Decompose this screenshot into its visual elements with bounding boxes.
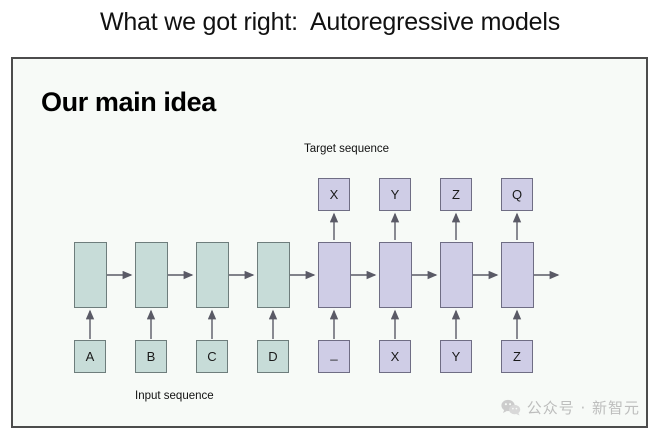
hidden-cell-7[interactable]: [501, 242, 534, 308]
target-box-3[interactable]: Q: [501, 178, 533, 211]
target-box-1[interactable]: Y: [379, 178, 411, 211]
watermark-text: 公众号 · 新智元: [526, 399, 640, 417]
input-box-2[interactable]: C: [196, 340, 228, 373]
autoregressive-diagram: Target sequence X Y Z Q A B C D _ X Y Z …: [13, 59, 646, 426]
input-sequence-label: Input sequence: [135, 390, 214, 402]
input-box-5[interactable]: X: [379, 340, 411, 373]
wechat-icon: [501, 399, 520, 416]
input-box-3[interactable]: D: [257, 340, 289, 373]
input-box-4[interactable]: _: [318, 340, 350, 373]
page-title: What we got right: Autoregressive models: [99, 8, 561, 36]
watermark: 公众号 · 新智元: [501, 397, 640, 418]
hidden-cell-5[interactable]: [379, 242, 412, 308]
target-box-2[interactable]: Z: [440, 178, 472, 211]
hidden-cell-3[interactable]: [257, 242, 290, 308]
target-sequence-label: Target sequence: [304, 143, 390, 155]
hidden-cell-1[interactable]: [135, 242, 168, 308]
input-box-0[interactable]: A: [74, 340, 106, 373]
input-box-1[interactable]: B: [135, 340, 167, 373]
slide-heading: Our main idea: [41, 87, 216, 117]
hidden-cell-6[interactable]: [440, 242, 473, 308]
target-box-0[interactable]: X: [318, 178, 350, 211]
hidden-cell-0[interactable]: [74, 242, 107, 308]
hidden-cell-4[interactable]: [318, 242, 351, 308]
input-box-6[interactable]: Y: [440, 340, 472, 373]
hidden-cell-2[interactable]: [196, 242, 229, 308]
input-box-7[interactable]: Z: [501, 340, 533, 373]
slide-frame: Our main idea: [11, 57, 648, 428]
